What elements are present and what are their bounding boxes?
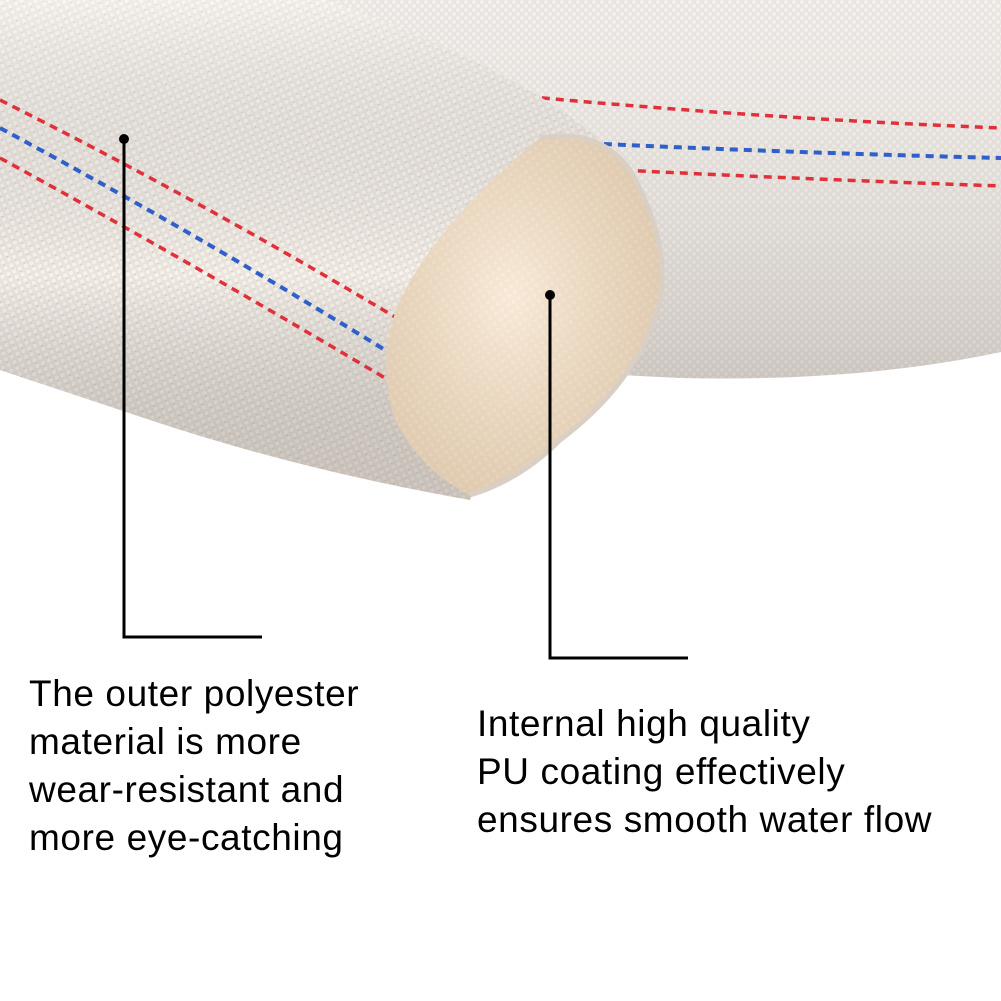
caption-outer-material: The outer polyester material is more wea… xyxy=(29,670,359,862)
hose-photo xyxy=(0,0,1001,500)
caption-inner-line-3: ensures smooth water flow xyxy=(477,799,933,840)
caption-outer-line-1: The outer polyester xyxy=(29,673,360,714)
caption-outer-line-4: more eye-catching xyxy=(29,817,344,858)
caption-inner-line-1: Internal high quality xyxy=(477,703,811,744)
caption-inner-coating: Internal high quality PU coating effecti… xyxy=(477,700,932,844)
caption-inner-line-2: PU coating effectively xyxy=(477,751,846,792)
caption-outer-line-3: wear-resistant and xyxy=(29,769,345,810)
caption-outer-line-2: material is more xyxy=(29,721,302,762)
